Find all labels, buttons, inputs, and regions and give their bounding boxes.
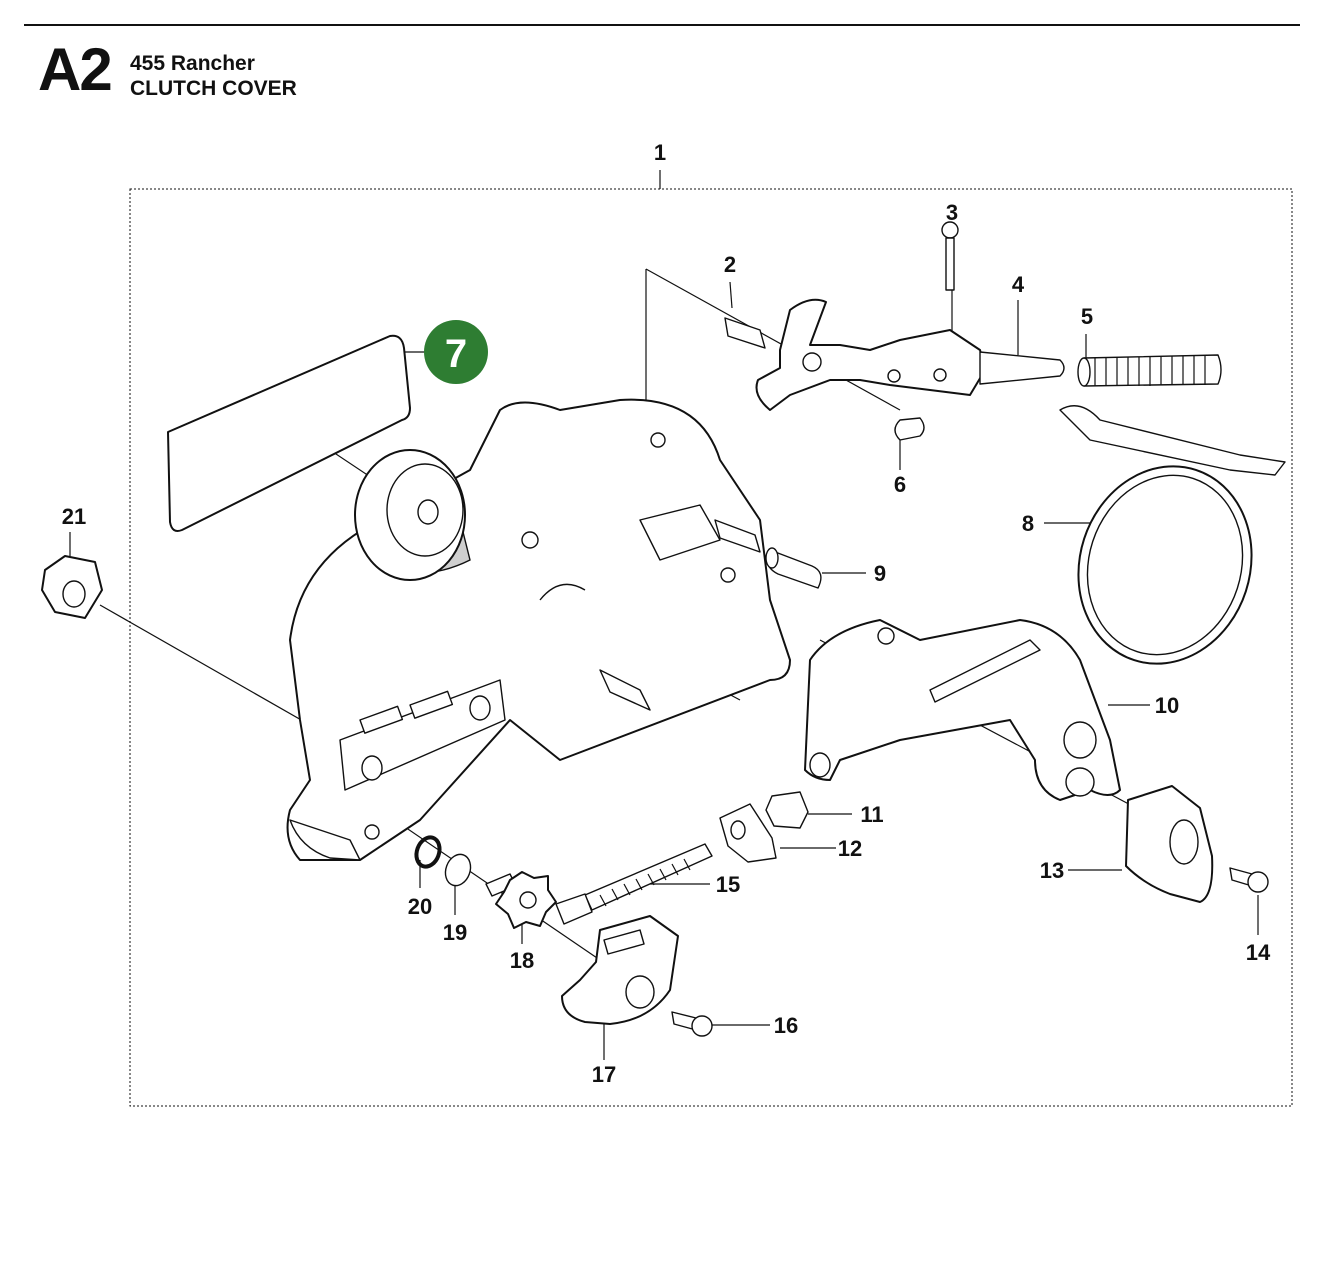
screw-part-16 [671,1011,713,1037]
callout-21: 21 [62,504,86,529]
callout-16: 16 [774,1013,798,1038]
callout-13: 13 [1040,858,1064,883]
callout-12: 12 [838,836,862,861]
badge-7: 7 [424,320,488,384]
adjuster-screw-part [555,843,713,925]
header-rule [24,24,1300,26]
badge-label: 7 [445,332,467,376]
callout-11: 11 [860,802,883,827]
screw-part-3 [941,221,959,291]
callout-4: 4 [1012,272,1025,297]
callout-14: 14 [1246,940,1271,965]
lever-assembly [724,298,1065,441]
assembly-boundary [129,188,1293,1107]
callout-2: 2 [724,252,736,277]
decal-part [167,334,411,532]
callout-1: 1 [654,140,666,165]
washer-part [444,853,472,887]
callout-3: 3 [946,200,958,225]
clutch-cover-body [286,398,791,861]
o-ring-part [414,835,442,869]
callout-9: 9 [874,561,886,586]
bracket-part [804,619,1121,801]
section-title: CLUTCH COVER [130,77,297,100]
adjuster-nut-part [719,791,809,863]
screw-part-14 [1229,867,1269,893]
cover-plate-part [561,915,679,1025]
callout-labels: 1 2 3 4 5 6 8 9 10 11 12 13 14 15 16 17 … [62,140,1271,1087]
callout-19: 19 [443,920,467,945]
callout-18: 18 [510,948,534,973]
section-code: A2 [38,36,113,103]
spring-part [1077,354,1222,387]
callout-8: 8 [1022,511,1034,536]
callout-6: 6 [894,472,906,497]
side-plate-part [1125,785,1214,903]
badge-circle [424,320,488,384]
callout-10: 10 [1155,693,1179,718]
brake-band-part [1059,405,1286,665]
model-name: 455 Rancher [130,52,255,75]
pin-part [714,519,822,589]
callout-17: 17 [592,1062,616,1087]
nut-part [41,555,103,619]
callout-5: 5 [1081,304,1093,329]
callout-15: 15 [716,872,740,897]
gear-part [485,871,557,929]
callout-20: 20 [408,894,432,919]
